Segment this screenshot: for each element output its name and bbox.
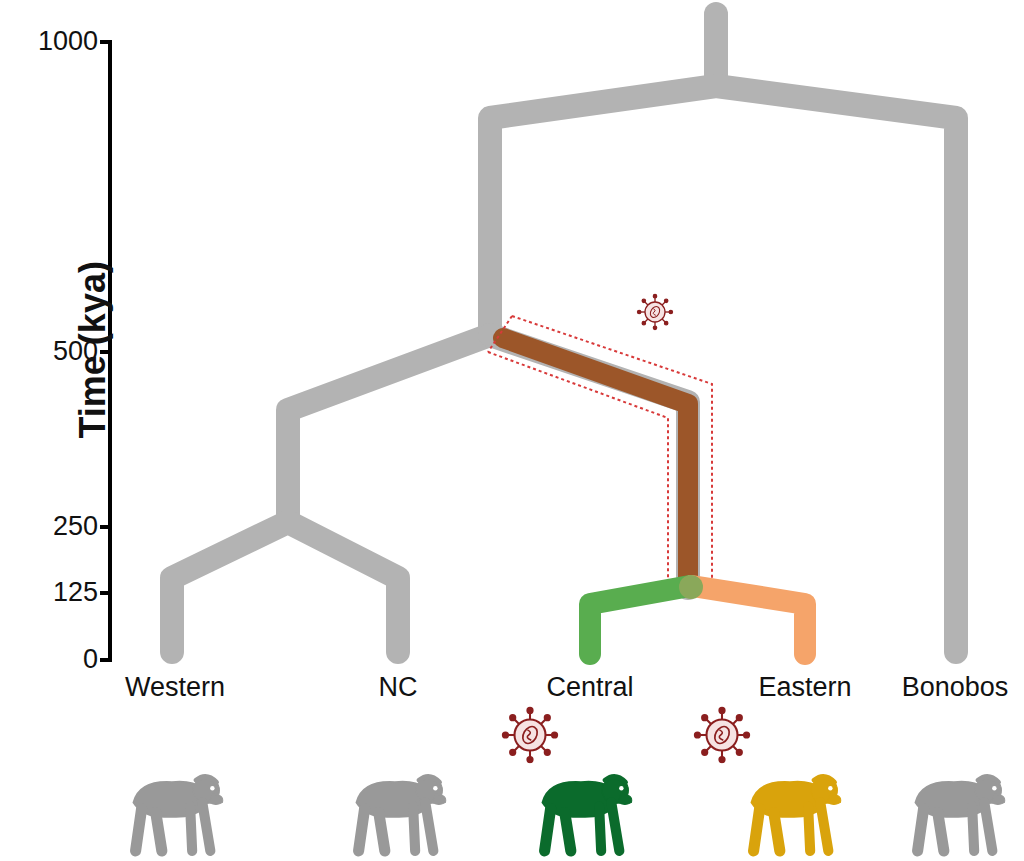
virus-icon xyxy=(638,295,673,330)
eastern-branch xyxy=(692,586,805,654)
chimp-silhouette xyxy=(134,777,223,851)
highlight-outline xyxy=(488,316,712,578)
central-branch xyxy=(590,586,690,654)
virus-icon xyxy=(503,708,557,762)
ancestral-branch xyxy=(503,338,688,585)
chimp-silhouette xyxy=(916,777,1005,851)
virus-icon xyxy=(695,708,749,762)
tick-label: 1000 xyxy=(38,27,98,57)
taxon-label: Eastern xyxy=(758,673,851,703)
tick-label: 125 xyxy=(53,578,98,608)
split-node xyxy=(679,575,703,599)
tree-branches xyxy=(172,14,956,652)
tick-label: 250 xyxy=(53,512,98,542)
taxon-label: Bonobos xyxy=(902,673,1009,703)
axis-title: Time (kya) xyxy=(73,261,113,438)
chimp-silhouette xyxy=(752,777,841,851)
tick-label: 0 xyxy=(83,645,98,675)
taxon-label: Central xyxy=(546,673,633,703)
taxon-label: Western xyxy=(125,673,225,703)
chimp-silhouette xyxy=(357,777,446,851)
taxon-label: NC xyxy=(379,673,418,703)
chimp-silhouette xyxy=(543,777,632,851)
